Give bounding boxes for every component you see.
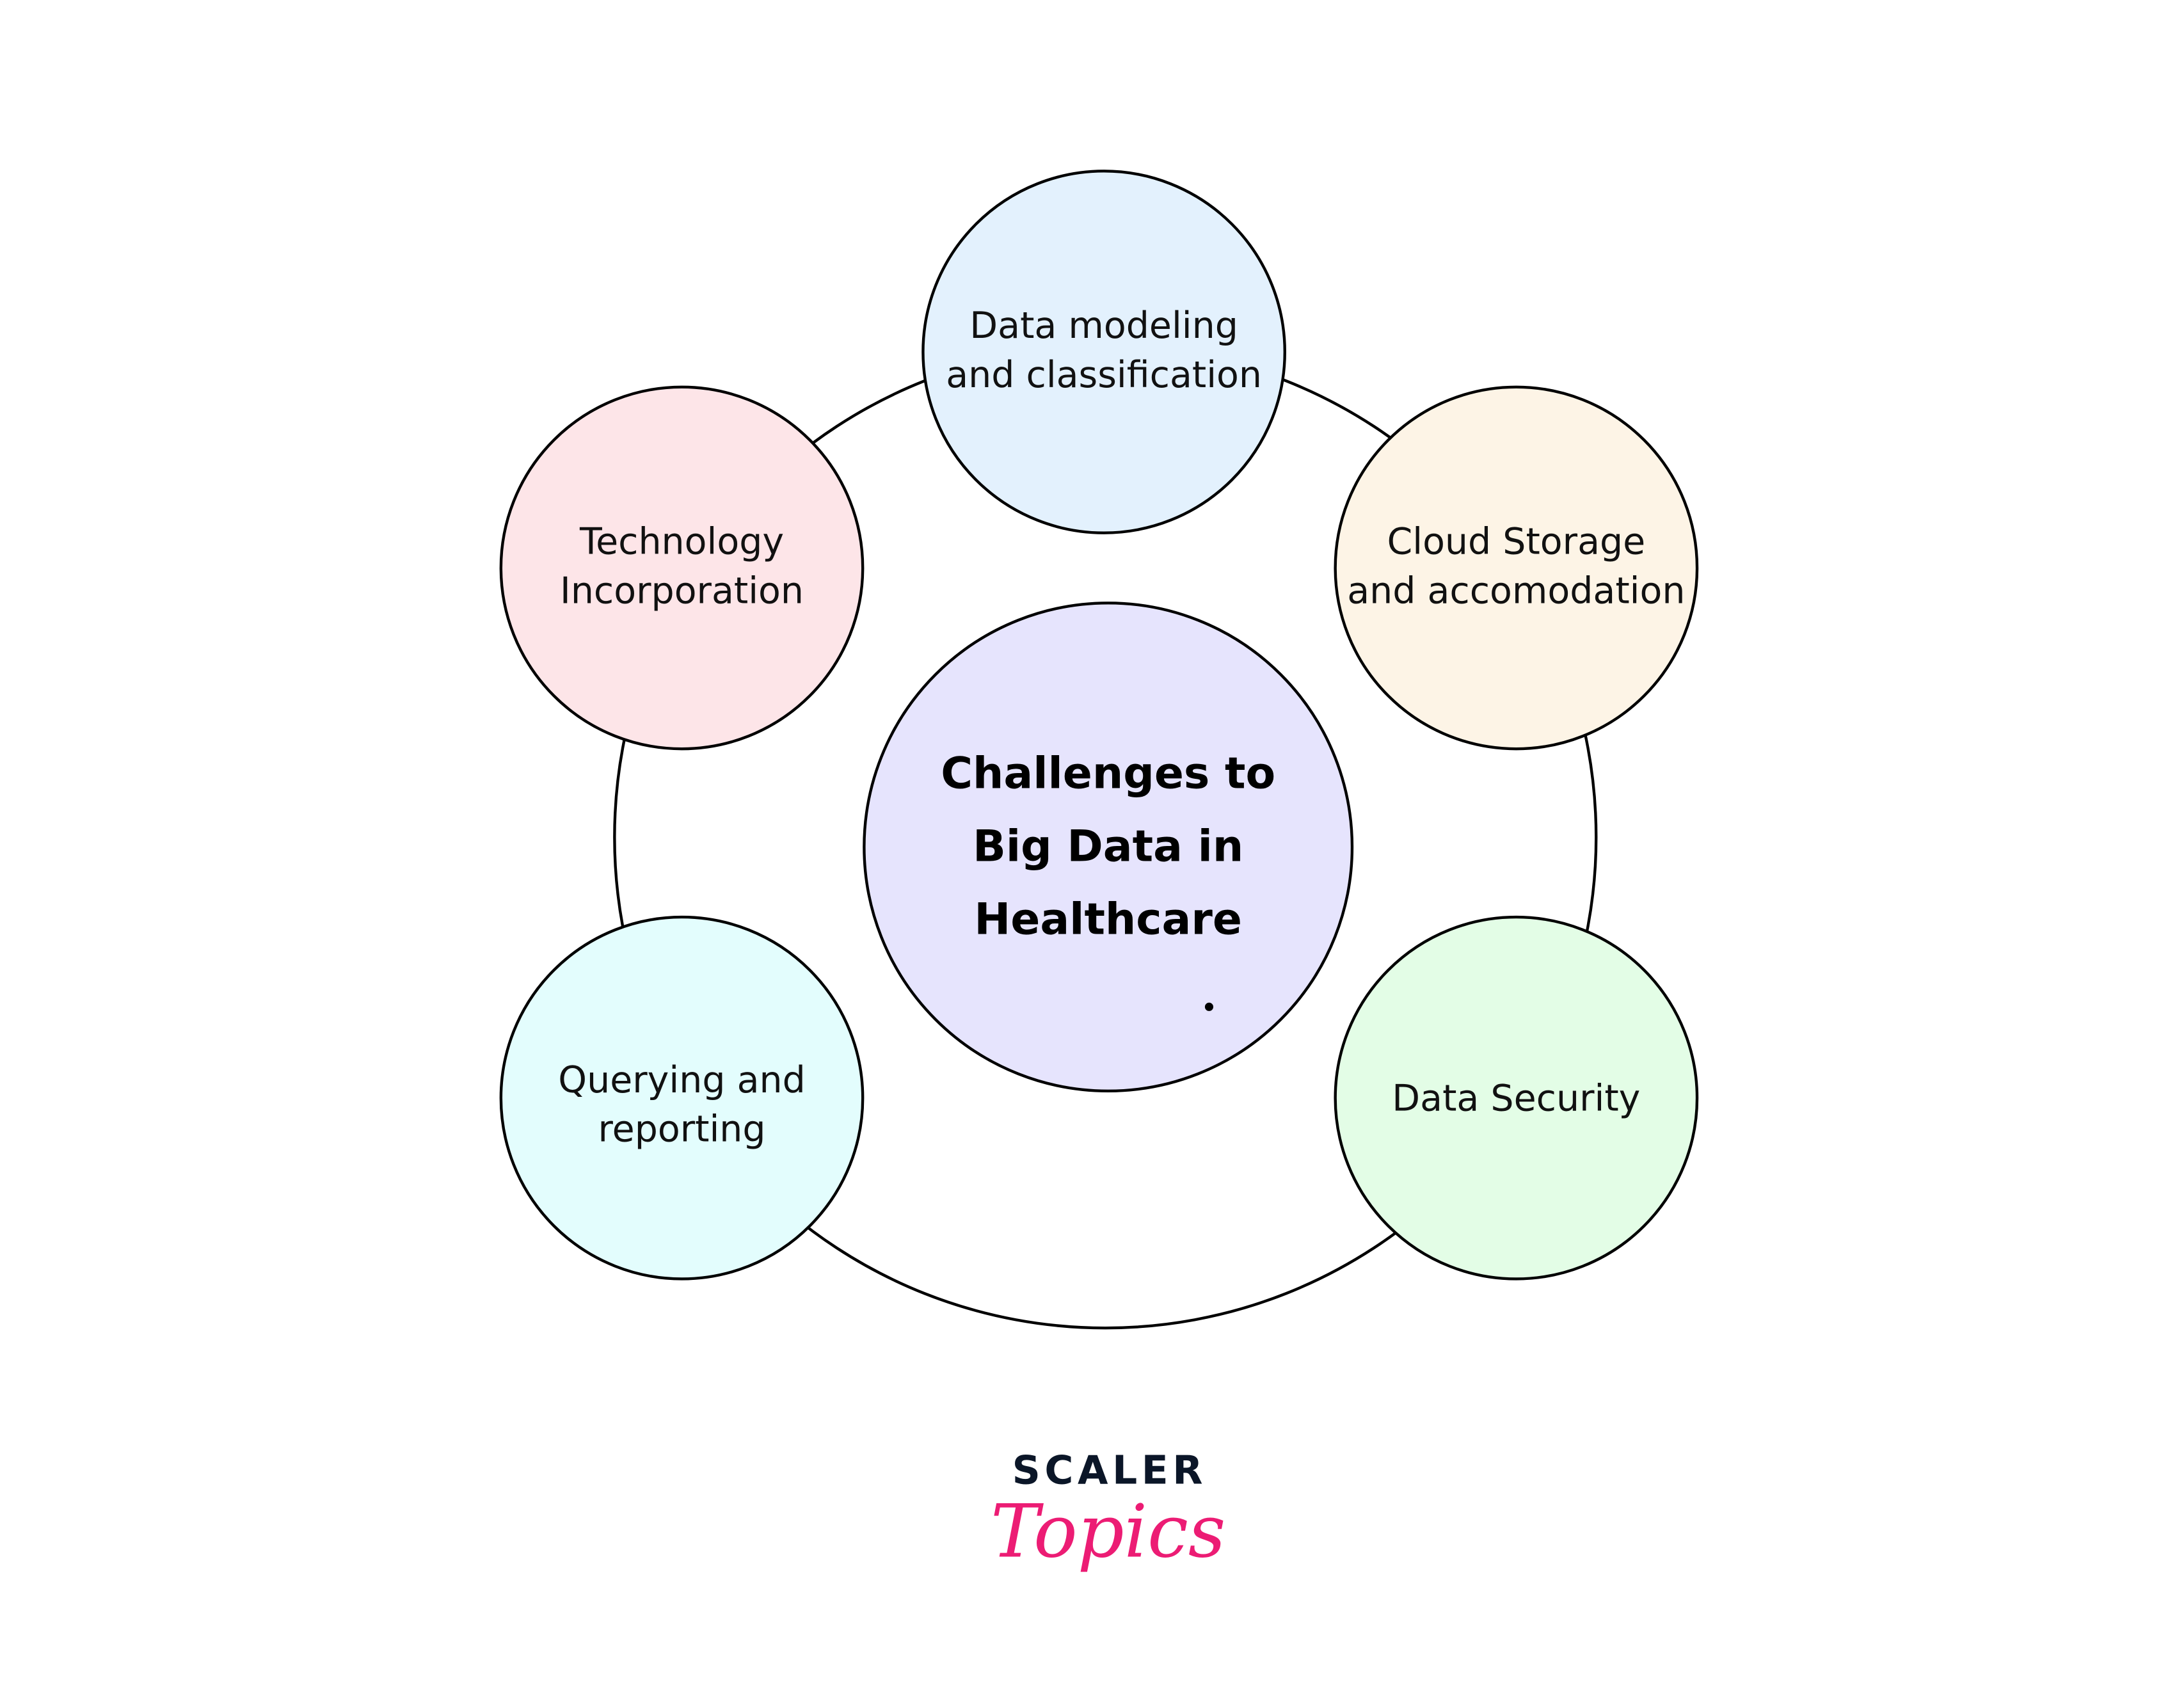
node-label: Data Security [1392,1078,1640,1120]
node-circle [499,915,865,1281]
stray-dot [1204,1002,1214,1011]
node-circle [1334,915,1699,1281]
center-title: Big Data in [973,821,1243,872]
logo-scaler-text: SCALER [1012,1448,1207,1493]
node-data-security: Data Security [1334,915,1699,1281]
node-cloud-storage: Cloud Storage and accomodation [1334,385,1699,751]
node-circle [1334,385,1699,751]
node-technology: Technology Incorporation [499,385,865,751]
node-label: Incorporation [560,570,804,612]
scaler-topics-logo: SCALER Topics [991,1448,1225,1574]
node-label: Cloud Storage [1387,521,1645,563]
node-data-modeling: Data modeling and classification [921,170,1286,534]
center-node: Challenges to Big Data in Healthcare [863,602,1354,1093]
node-querying: Querying and reporting [499,915,865,1281]
node-label: Data modeling [969,305,1238,347]
node-label: reporting [598,1108,765,1151]
node-label: Technology [579,521,784,563]
center-title: Healthcare [974,894,1242,945]
node-label: Querying and [558,1059,806,1101]
logo-topics-text: Topics [991,1489,1225,1574]
center-circle [863,602,1354,1093]
node-label: and classification [946,354,1262,396]
node-circle [499,385,865,751]
center-title: Challenges to [941,749,1275,799]
node-circle [921,170,1286,534]
node-label: and accomodation [1347,570,1685,612]
